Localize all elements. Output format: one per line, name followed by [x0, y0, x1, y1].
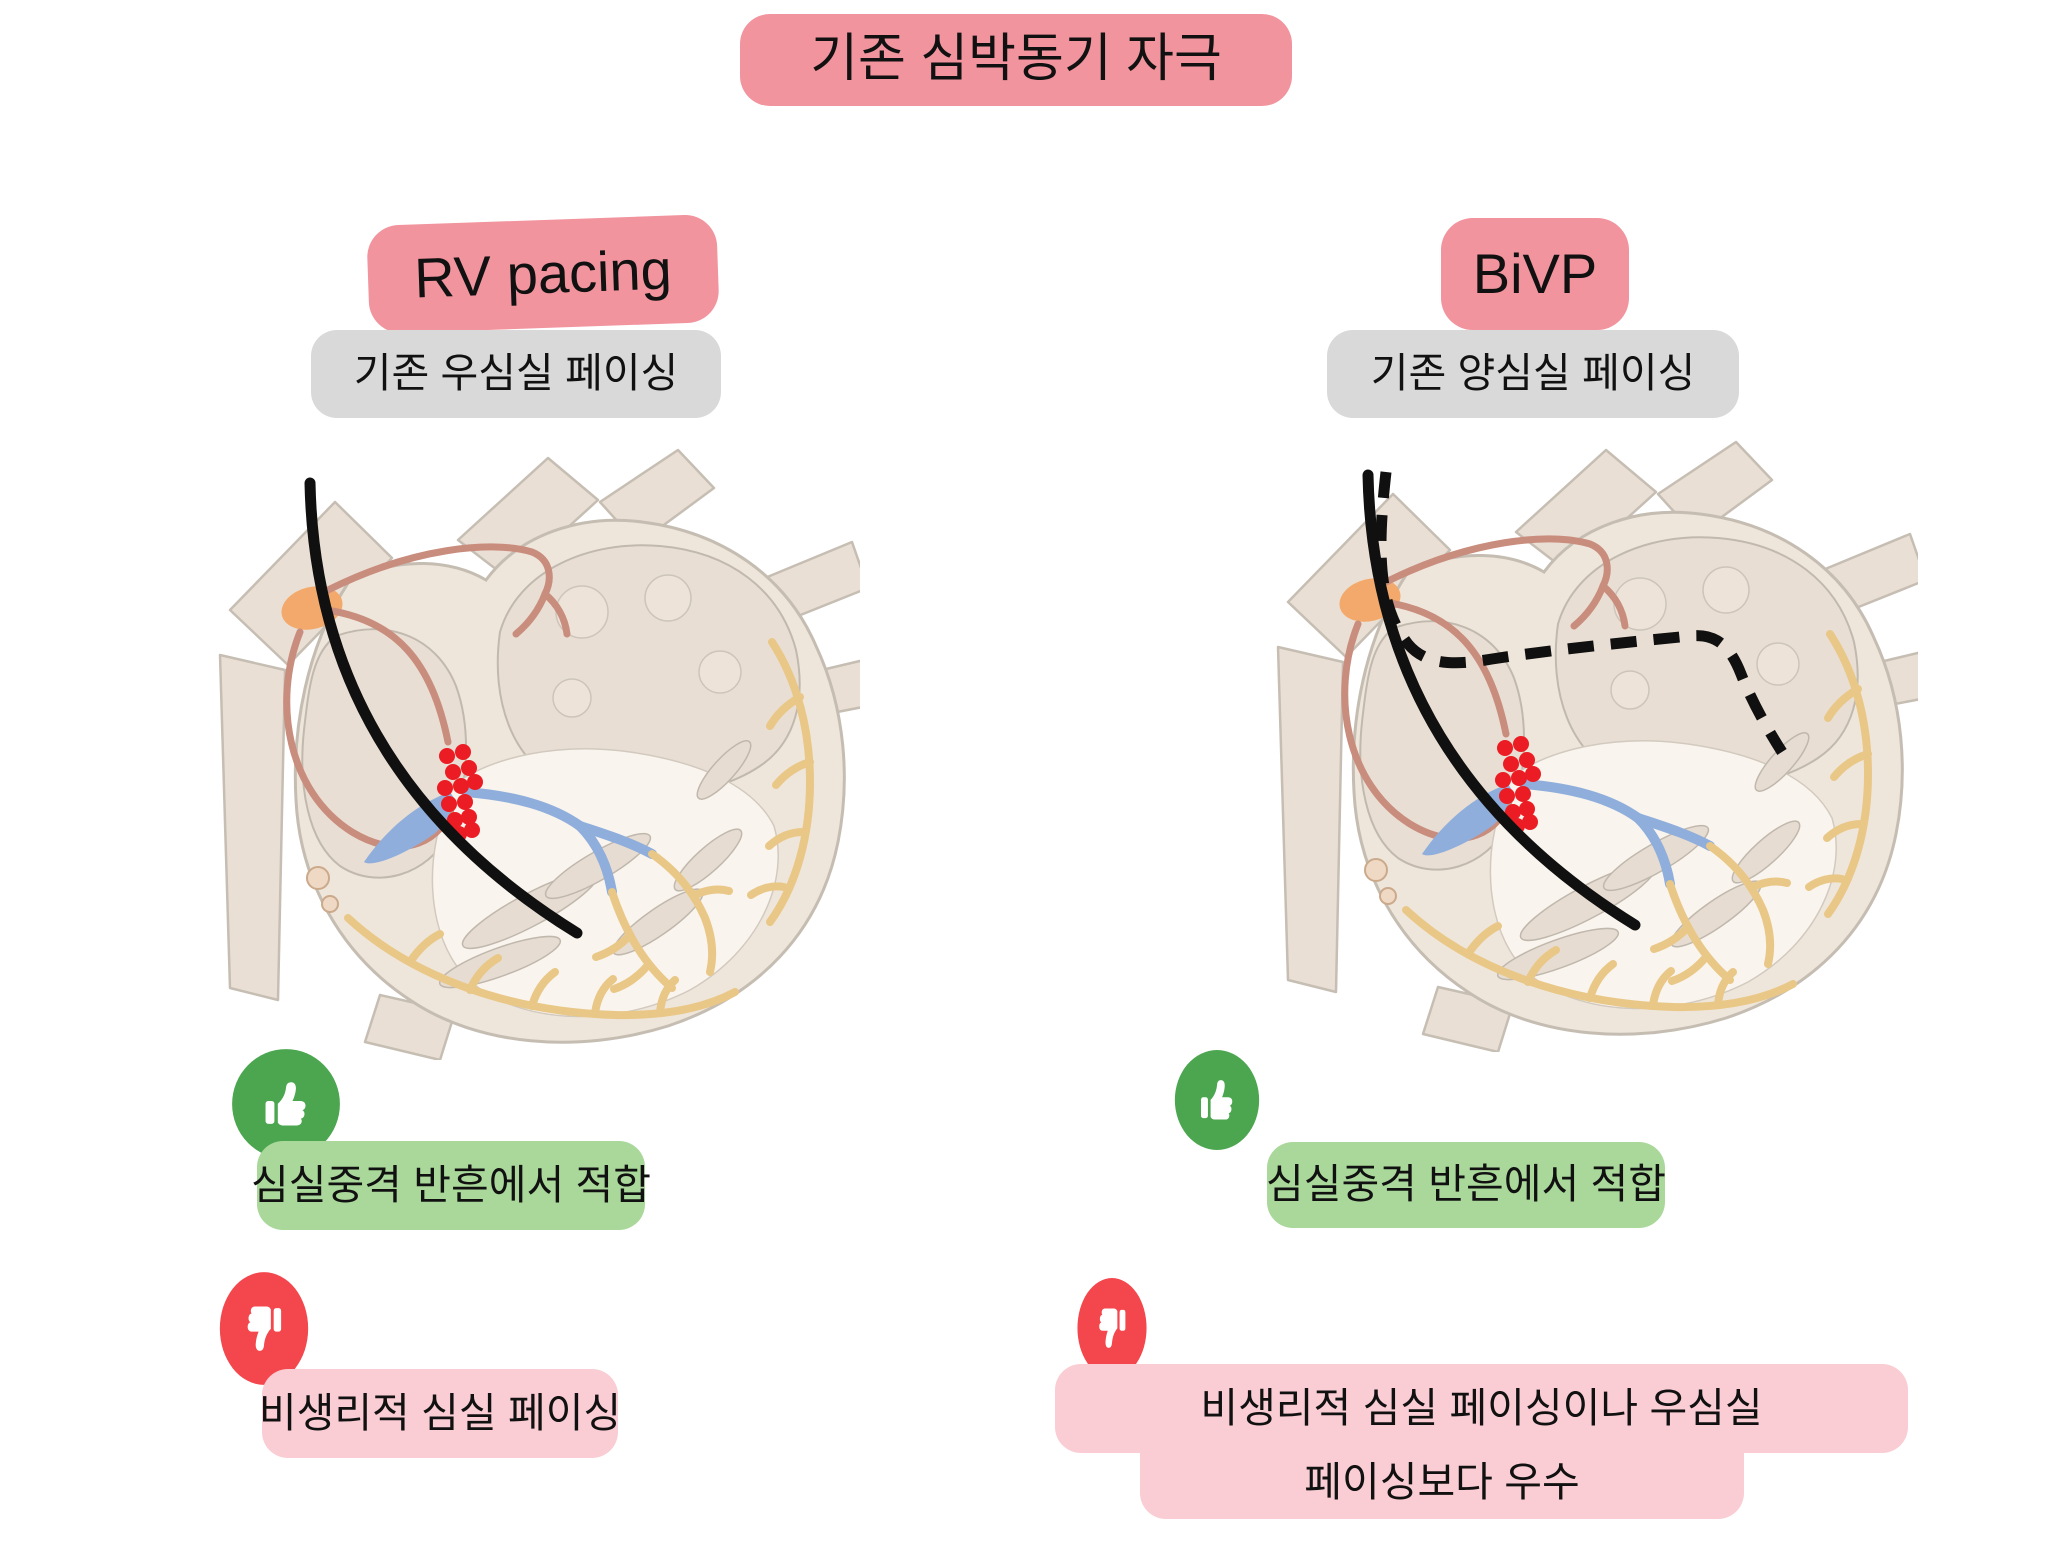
- bivp-pro-badge: 심실중격 반흔에서 적합: [1266, 1142, 1666, 1228]
- rv-pacing-lead-line: [1362, 469, 1641, 931]
- thumbs-up-icon: [1174, 1050, 1260, 1150]
- bivp-con-label-line1: 비생리적 심실 페이싱이나 우심실: [1200, 1384, 1763, 1431]
- thumbs-up-icon: [232, 1049, 340, 1159]
- rv-pacing-lead-line: [304, 477, 583, 939]
- rv-pacing-heading-badge: RV pacing: [366, 213, 720, 335]
- bivp-pro-label: 심실중격 반흔에서 적합: [1266, 1161, 1666, 1208]
- thumbs-down-icon: [219, 1272, 309, 1385]
- bivp-subheading-label: 기존 양심실 페이싱: [1370, 350, 1696, 397]
- rv-pacing-subheading-badge: 기존 우심실 페이싱: [311, 330, 721, 418]
- title-badge: 기존 심박동기 자극: [740, 14, 1292, 106]
- rv-con-badge: 비생리적 심실 페이싱: [258, 1369, 622, 1458]
- lv-lead-dashed-line: [1375, 471, 1787, 755]
- heart-diagram-bivp: [1258, 432, 1918, 1052]
- title-label: 기존 심박동기 자극: [810, 30, 1222, 89]
- rv-pacing-heading-label: RV pacing: [413, 237, 673, 310]
- rv-con-label: 비생리적 심실 페이싱: [258, 1389, 622, 1436]
- thumbs-down-icon: [1077, 1278, 1147, 1378]
- bivp-con-badge-line2: 페이싱보다 우수: [1140, 1447, 1744, 1519]
- bivp-heading-label: BiVP: [1472, 242, 1598, 306]
- bivp-heading-badge: BiVP: [1441, 218, 1629, 330]
- heart-diagram-rv: [200, 440, 860, 1060]
- bivp-con-label-line2: 페이싱보다 우수: [1304, 1459, 1580, 1506]
- bivp-subheading-badge: 기존 양심실 페이싱: [1327, 330, 1739, 418]
- rv-pro-badge: 심실중격 반흔에서 적합: [251, 1141, 651, 1230]
- rv-pacing-subheading-label: 기존 우심실 페이싱: [353, 350, 679, 397]
- bivp-con-badge-line1: 비생리적 심실 페이싱이나 우심실: [1055, 1364, 1908, 1453]
- rv-pro-label: 심실중격 반흔에서 적합: [251, 1161, 651, 1208]
